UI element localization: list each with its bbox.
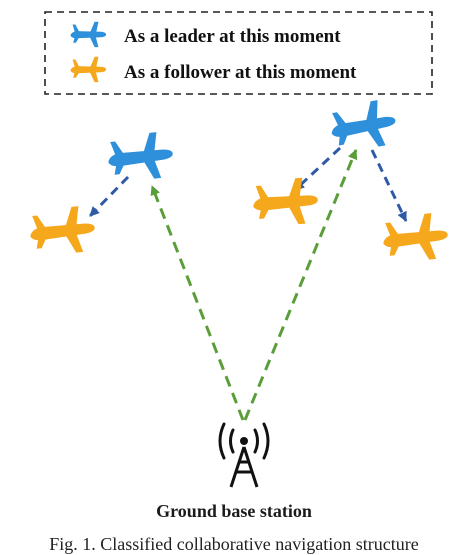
leader-plane-left-icon — [105, 130, 176, 184]
leader-legend-icon — [70, 21, 107, 48]
legend-follower-label: As a follower at this moment — [124, 62, 357, 83]
radio-tower-icon — [218, 422, 270, 488]
follower-plane-left-icon — [27, 204, 98, 258]
follower-plane-right-icon — [380, 211, 451, 265]
leader-plane-right-icon — [327, 97, 400, 155]
relay-arrow-middle — [293, 146, 342, 192]
uplink-arrow-left — [150, 185, 245, 421]
legend: As a leader at this moment As a follower… — [44, 11, 433, 95]
ground-station-label: Ground base station — [156, 501, 312, 521]
follower-legend-icon — [70, 56, 107, 83]
relay-arrow-right — [370, 149, 408, 222]
follower-plane-middle-icon — [251, 176, 320, 228]
legend-leader-label: As a leader at this moment — [124, 26, 341, 47]
legend-border — [44, 11, 433, 95]
figure-caption: Fig. 1. Classified collaborative navigat… — [49, 534, 419, 554]
relay-arrow-left — [88, 175, 130, 218]
uplink-arrow-right — [243, 149, 358, 421]
